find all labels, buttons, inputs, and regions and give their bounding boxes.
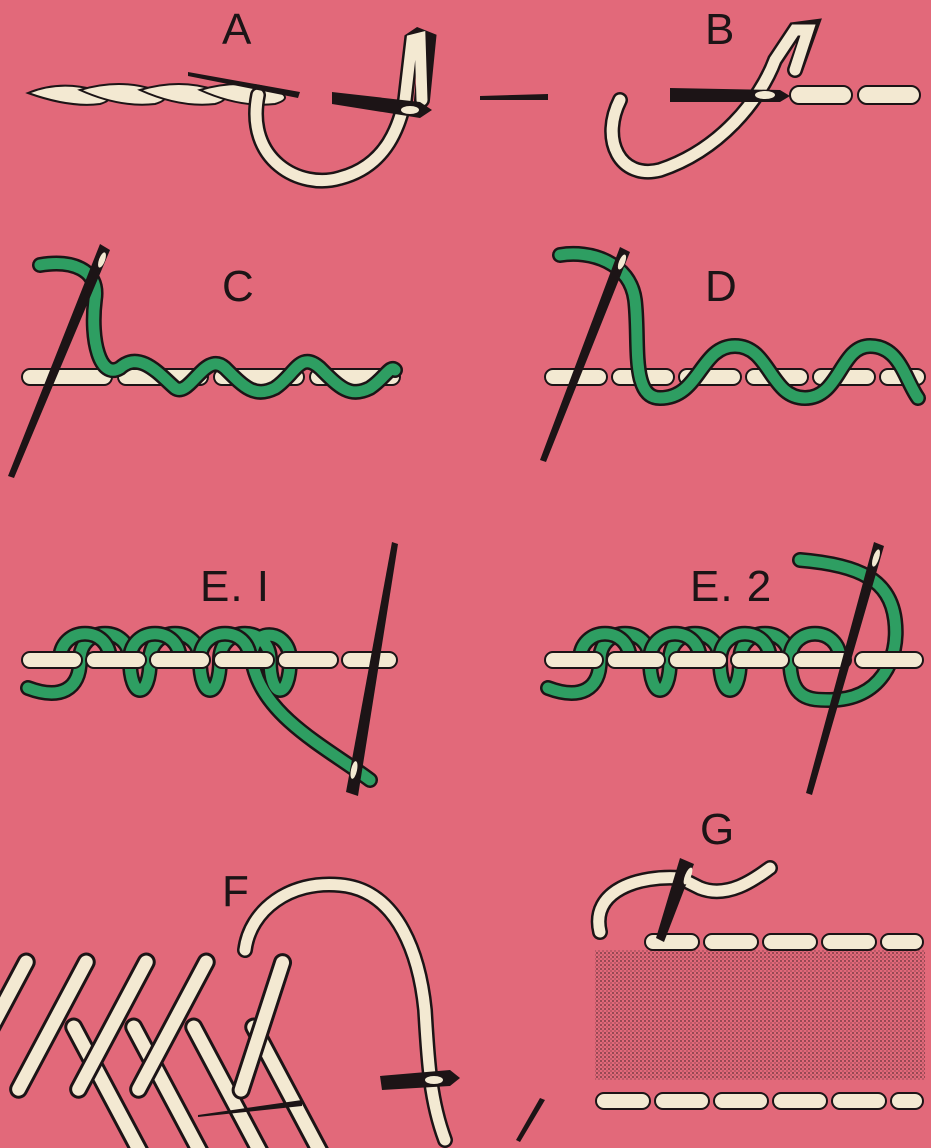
stitches-b (790, 86, 920, 104)
base-stitches-e2 (545, 652, 923, 668)
shadow-cross-area (595, 950, 925, 1080)
panel-c-whipped-stitch (8, 244, 400, 478)
base-stitches-g-bottom (596, 1093, 923, 1109)
herringbone-crosses (0, 951, 332, 1148)
panel-e2-threaded-stitch (545, 542, 923, 795)
panel-g-shadow-stitch (595, 858, 925, 1109)
needle-f-dash (516, 1098, 545, 1142)
base-stitches-e1 (22, 652, 397, 668)
needle-dash (480, 94, 548, 100)
panel-f-herringbone-stitch (0, 884, 545, 1148)
base-stitches-d (545, 369, 925, 385)
base-stitches-g-top (645, 934, 923, 950)
panel-b-back-stitch (612, 28, 920, 172)
needle-d (540, 247, 630, 462)
panel-e1-threaded-stitch (22, 542, 398, 796)
needle-f (380, 1070, 460, 1090)
panel-a-stem-stitch (28, 36, 548, 181)
panel-d-laced-stitch (540, 247, 925, 462)
